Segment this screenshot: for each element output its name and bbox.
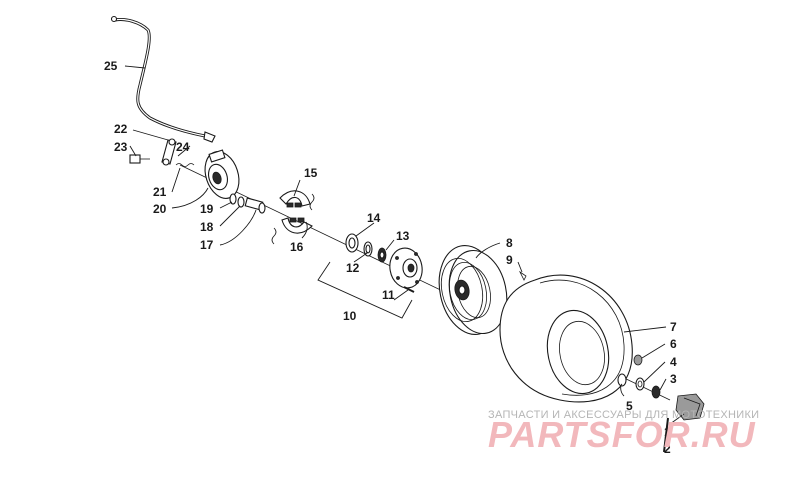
bearing-small <box>363 241 373 257</box>
callout-20: 20 <box>153 202 167 216</box>
callout-14: 14 <box>367 211 381 225</box>
callout-labels: 25 22 23 24 21 20 19 18 17 15 16 14 13 1… <box>104 59 677 456</box>
leader-lines <box>124 65 685 446</box>
seal-ring <box>237 196 245 208</box>
brake-lever <box>161 138 177 166</box>
callout-15: 15 <box>304 166 318 180</box>
callout-6: 6 <box>670 337 677 351</box>
hub-cap <box>675 393 705 421</box>
washer-outer <box>635 377 645 391</box>
callout-7: 7 <box>670 320 677 334</box>
callout-23: 23 <box>114 140 128 154</box>
callout-16: 16 <box>290 240 304 254</box>
watermark-caption: ЗАПЧАСТИ И АКСЕССУАРЫ ДЛЯ МОТОТЕХНИКИ <box>488 409 759 421</box>
hub-assembly-bracket <box>317 261 413 319</box>
callout-24: 24 <box>176 140 190 154</box>
callout-18: 18 <box>200 220 214 234</box>
callout-1: 1 <box>664 425 671 439</box>
callout-8: 8 <box>506 236 513 250</box>
callout-25: 25 <box>104 59 118 73</box>
callout-12: 12 <box>346 261 360 275</box>
brake-cam-shaft <box>244 197 266 214</box>
washer <box>617 373 627 387</box>
callout-21: 21 <box>153 185 167 199</box>
brake-backing-plate <box>204 149 240 199</box>
wheel-rim <box>438 244 508 336</box>
watermark: ЗАПЧАСТИ И АКСЕССУАРЫ ДЛЯ МОТОТЕХНИКИ PA… <box>488 409 759 455</box>
callout-9: 9 <box>506 253 513 267</box>
bearing-large <box>345 233 359 253</box>
callout-19: 19 <box>200 202 214 216</box>
lever-spring <box>175 163 195 167</box>
callout-3: 3 <box>670 372 677 386</box>
callout-2: 2 <box>664 442 671 456</box>
lever-bolt <box>129 154 150 164</box>
seal-hub <box>377 247 387 263</box>
callout-22: 22 <box>114 122 128 136</box>
callout-11: 11 <box>382 288 395 302</box>
hub-pin <box>403 286 415 293</box>
watermark-logo: PARTSFOR.RU <box>488 414 756 455</box>
callout-10: 10 <box>343 309 357 323</box>
brake-shoes <box>271 190 315 245</box>
tire <box>499 274 633 403</box>
cotter-pin <box>663 417 669 453</box>
seal-small <box>229 193 237 205</box>
callout-4: 4 <box>670 355 677 369</box>
valve-stem <box>518 270 527 281</box>
callout-5: 5 <box>626 399 633 413</box>
callout-17: 17 <box>200 238 214 252</box>
brake-cable <box>110 15 216 143</box>
wheel-hub <box>389 247 423 289</box>
callout-13: 13 <box>396 229 410 243</box>
spacer <box>633 354 643 366</box>
axle-nut <box>651 385 661 399</box>
